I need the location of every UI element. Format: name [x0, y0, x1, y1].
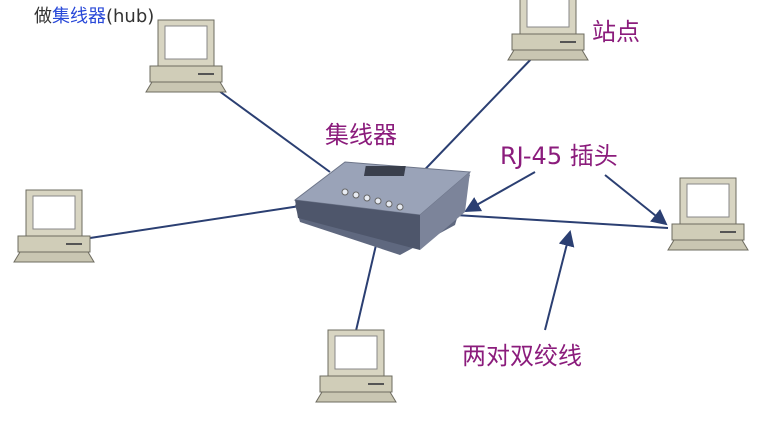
pc-top-left — [145, 19, 227, 93]
cable-top-left — [214, 87, 331, 173]
rj45-label: RJ-45 插头 — [500, 142, 618, 170]
cable-right — [454, 214, 669, 229]
title-suffix: (hub) — [106, 6, 155, 27]
pc-left — [13, 189, 95, 263]
title-prefix: 做 — [34, 6, 52, 27]
title-highlight: 集线器 — [52, 6, 106, 27]
cables — [89, 54, 669, 336]
slide-title: 做集线器(hub) — [34, 2, 154, 28]
cable-label: 两对双绞线 — [462, 342, 582, 370]
pc-bottom — [315, 329, 397, 403]
cable-top-right — [409, 54, 536, 186]
pc-right — [667, 177, 749, 251]
hub-device — [293, 161, 472, 255]
rj45-arrow-pc — [604, 174, 668, 226]
station-label: 站点 — [592, 18, 640, 46]
cable-arrow — [544, 230, 575, 331]
rj45-arrow-hub — [464, 171, 536, 212]
cable-left — [89, 205, 301, 239]
pc-top-right — [507, 0, 589, 61]
hub-label: 集线器 — [325, 121, 397, 149]
cable-bottom — [354, 244, 377, 336]
